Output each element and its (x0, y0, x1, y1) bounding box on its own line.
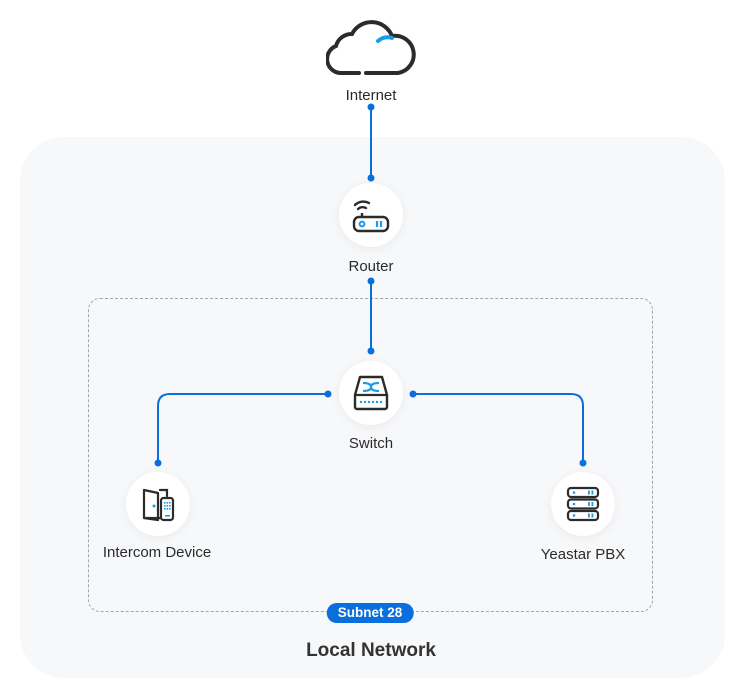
link-dot (409, 390, 417, 398)
link-dot (324, 390, 332, 398)
link-dot (367, 103, 375, 111)
pbx-node[interactable] (551, 472, 615, 536)
server-stack-icon (566, 486, 600, 522)
link-dot (367, 347, 375, 355)
link-dot (367, 277, 375, 285)
router-icon (352, 200, 390, 233)
subnet-badge: Subnet 28 (326, 603, 414, 623)
pbx-label: Yeastar PBX (540, 546, 626, 563)
intercom-label: Intercom Device (102, 544, 212, 561)
internet-label: Internet (345, 87, 397, 104)
link-switch-intercom (157, 393, 328, 463)
internet-node[interactable] (325, 10, 416, 76)
switch-icon (353, 375, 389, 411)
link-switch-pbx (413, 393, 584, 463)
router-node[interactable] (339, 183, 403, 247)
switch-label: Switch (348, 435, 394, 452)
intercom-node[interactable] (126, 472, 190, 536)
link-dot (579, 459, 587, 467)
link-dot (367, 174, 375, 182)
switch-node[interactable] (339, 361, 403, 425)
link-dot (154, 459, 162, 467)
intercom-door-icon (142, 488, 175, 522)
router-label: Router (348, 258, 394, 275)
cloud-icon (325, 20, 416, 76)
local-network-title: Local Network (306, 640, 436, 661)
